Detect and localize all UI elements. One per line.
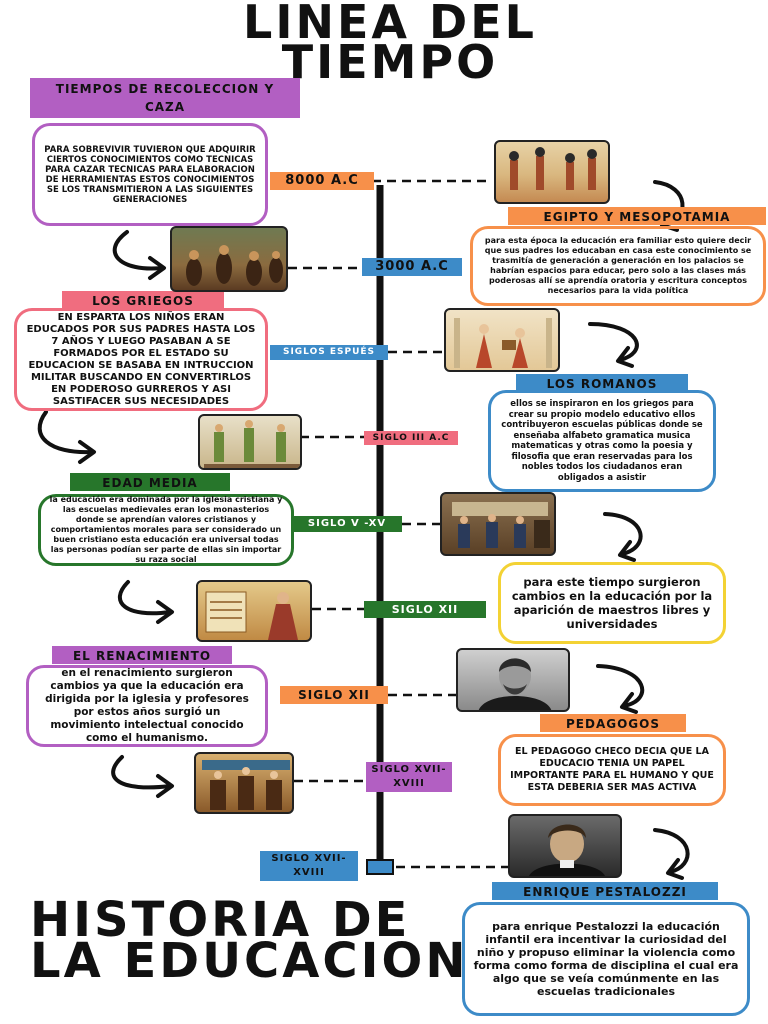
date-marker-siglo-xii-a: SIGLO XII <box>364 601 486 618</box>
image-pestalozzi-portrait <box>508 814 622 878</box>
text-box-romanos: ellos se inspiraron en los griegos para … <box>488 390 716 492</box>
text-box-egipto: para esta época la educación era familia… <box>470 226 766 306</box>
date-marker-3000ac: 3000 A.C <box>362 258 462 276</box>
image-greek-teacher <box>444 308 560 372</box>
heading-pestalozzi: ENRIQUE PESTALOZZI <box>492 882 718 900</box>
curved-arrows <box>37 180 690 880</box>
curved-arrow-icon <box>588 322 639 368</box>
date-marker-siglo-xvii-xviii-b: SIGLO XVII-XVIII <box>260 851 358 881</box>
image-renaissance-scene <box>194 752 294 814</box>
image-roman-scene <box>198 414 302 470</box>
heading-romanos: LOS ROMANOS <box>516 374 688 392</box>
curved-arrow-icon <box>117 580 174 624</box>
curved-arrow-icon <box>603 512 643 562</box>
text-box-griegos: EN ESPARTA LOS NIÑOS ERAN EDUCADOS POR S… <box>14 308 268 411</box>
text-box-siglo-xii: para este tiempo surgieron cambios en la… <box>498 562 726 644</box>
curved-arrow-icon <box>37 410 96 464</box>
curved-arrow-icon <box>112 230 166 280</box>
heading-pedagogos: PEDAGOGOS <box>540 714 686 732</box>
text-box-pestalozzi: para enrique Pestalozzi la educación inf… <box>462 902 750 1016</box>
heading-renacimiento: EL RENACIMIENTO <box>52 646 232 664</box>
date-marker-8000ac: 8000 A.C <box>270 172 374 190</box>
date-marker-siglo-v-xv: SIGLO V -XV <box>292 516 402 532</box>
image-prehistoric-scene <box>170 226 288 292</box>
image-egyptian-scene <box>494 140 610 204</box>
dashed-connectors <box>288 179 508 869</box>
heading-griegos: LOS GRIEGOS <box>62 291 224 309</box>
image-comenius-portrait <box>456 648 570 712</box>
curved-arrow-icon <box>596 664 645 714</box>
heading-edad-media: EDAD MEDIA <box>70 473 230 491</box>
heading-recoleccion: TIEMPOS DE RECOLECCION Y CAZA <box>30 78 300 118</box>
page-subtitle: HISTORIA DE LA EDUCACION <box>30 892 469 989</box>
curved-arrow-icon <box>111 755 174 798</box>
curved-arrow-icon <box>653 828 690 880</box>
image-medieval-classroom <box>440 492 556 556</box>
image-scholar-writing <box>196 580 312 642</box>
page-title: LINEA DEL TIEMPO <box>243 0 537 89</box>
text-box-edad-media: la educación era dominada por la iglesia… <box>38 494 294 566</box>
timeline-end-square <box>366 859 394 875</box>
date-marker-siglo-xii-b: SIGLO XII <box>280 686 388 704</box>
date-marker-siglos-despues: SIGLOS ESPUÉS <box>270 345 388 360</box>
date-marker-siglo-xvii-xviii-a: SIGLO XVII-XVIII <box>366 762 452 792</box>
text-box-pedagogos: EL PEDAGOGO CHECO DECIA QUE LA EDUCACIO … <box>498 734 726 806</box>
heading-egipto: EGIPTO Y MESOPOTAMIA <box>508 207 766 225</box>
text-box-renacimiento: en el renacimiento surgieron cambios ya … <box>26 665 268 747</box>
date-marker-siglo-iii-ac: SIGLO III A.C <box>364 431 458 445</box>
text-box-recoleccion: PARA SOBREVIVIR TUVIERON QUE ADQUIRIR CI… <box>32 123 268 226</box>
